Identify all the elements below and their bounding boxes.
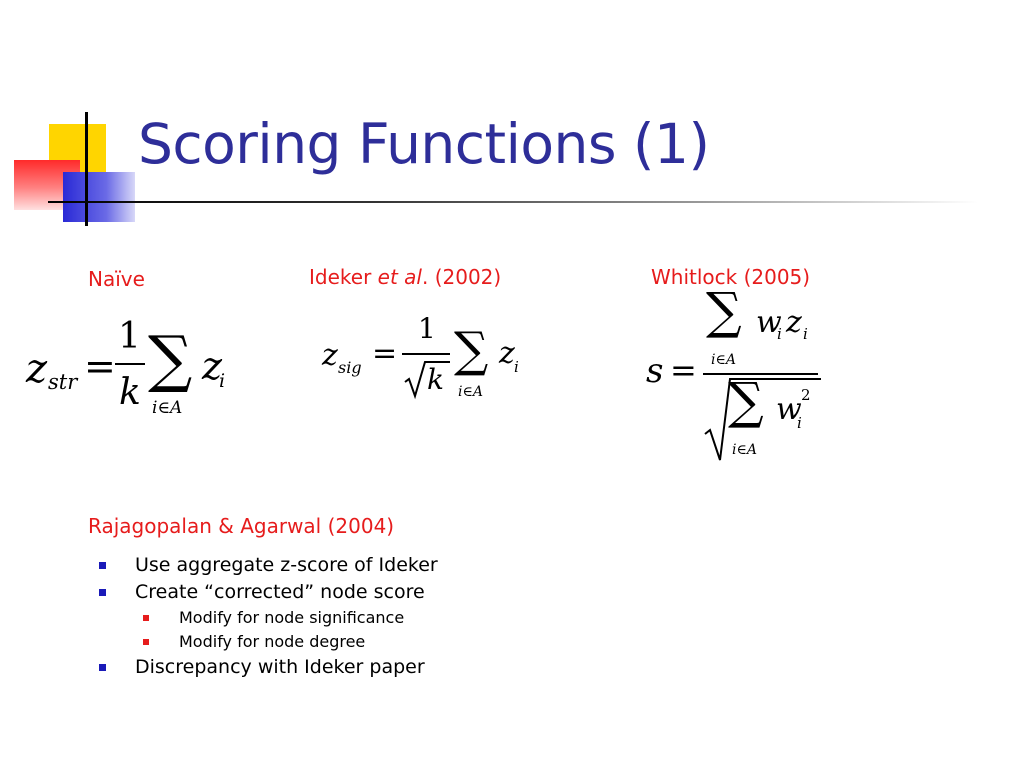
whitlock-sqrt-sign	[704, 378, 821, 461]
ideker-denominator: k	[427, 363, 444, 396]
naive-term-sub: i	[219, 370, 226, 392]
naive-sum-index: i∈A	[152, 398, 183, 418]
whitlock-num-z-sub: i	[803, 325, 808, 343]
whitlock-equals: =	[670, 351, 697, 389]
decor-blue-square	[63, 172, 135, 222]
square-bullet-icon	[99, 589, 106, 596]
ideker-equals: =	[372, 336, 398, 371]
naive-fraction-bar	[115, 363, 145, 365]
square-bullet-icon	[143, 615, 149, 621]
whitlock-num-w-sub: i	[777, 325, 782, 343]
whitlock-num-sum: ∑	[706, 282, 742, 340]
bullet-text: Modify for node degree	[179, 632, 366, 651]
naive-sum: ∑	[148, 322, 193, 395]
heading-ideker-year: . (2002)	[421, 265, 502, 289]
whitlock-den-index: i∈A	[732, 442, 757, 458]
heading-rajagopalan: Rajagopalan & Agarwal (2004)	[88, 514, 395, 538]
naive-equals: =	[84, 344, 116, 388]
whitlock-lhs: s	[646, 351, 664, 391]
decor-vertical-line	[85, 112, 88, 226]
bullet-text: Discrepancy with Ideker paper	[135, 656, 425, 678]
naive-term-var: z	[202, 344, 223, 388]
sub-bullet-item: Modify for node significance	[99, 606, 438, 630]
heading-naive: Naïve	[88, 267, 145, 291]
slide-title: Scoring Functions (1)	[138, 112, 710, 176]
ideker-sum: ∑	[454, 322, 489, 378]
ideker-sum-index: i∈A	[458, 384, 483, 400]
naive-lhs-sub: str	[48, 370, 78, 394]
bullet-item: Use aggregate z-score of Ideker	[99, 552, 438, 579]
square-bullet-icon	[99, 562, 106, 569]
bullet-item: Discrepancy with Ideker paper	[99, 654, 438, 681]
whitlock-den-w-sub: i	[797, 414, 802, 432]
ideker-fraction-bar	[402, 353, 450, 355]
whitlock-num-index: i∈A	[711, 352, 736, 368]
heading-ideker-etal: et al	[377, 265, 422, 289]
square-bullet-icon	[99, 664, 106, 671]
square-bullet-icon	[143, 639, 149, 645]
ideker-lhs-var: z	[322, 338, 338, 373]
whitlock-den-w: w	[776, 392, 802, 427]
ideker-numerator: 1	[418, 312, 436, 345]
ideker-sqrt-sign	[404, 361, 450, 400]
title-underline	[48, 201, 978, 203]
bullet-list: Use aggregate z-score of Ideker Create “…	[99, 552, 438, 681]
whitlock-fraction-bar	[703, 373, 818, 375]
ideker-term-sub: i	[514, 358, 519, 376]
naive-numerator: 1	[118, 316, 141, 357]
bullet-text: Create “corrected” node score	[135, 581, 425, 603]
naive-lhs-var: z	[26, 346, 48, 392]
heading-ideker-author: Ideker	[309, 265, 378, 289]
bullet-text: Use aggregate z-score of Ideker	[135, 554, 438, 576]
bullet-item: Create “corrected” node score	[99, 579, 438, 606]
whitlock-num-z: z	[786, 305, 802, 340]
ideker-lhs-sub: sig	[338, 358, 362, 377]
ideker-term-var: z	[499, 336, 515, 371]
whitlock-num-w: w	[756, 305, 782, 340]
whitlock-den-sum: ∑	[728, 372, 764, 430]
whitlock-den-w-sup: 2	[801, 386, 811, 404]
heading-ideker: Ideker et al. (2002)	[309, 265, 501, 289]
heading-whitlock: Whitlock (2005)	[651, 265, 811, 289]
bullet-text: Modify for node significance	[179, 608, 405, 627]
sub-bullet-item: Modify for node degree	[99, 630, 438, 654]
naive-denominator: k	[119, 372, 141, 413]
